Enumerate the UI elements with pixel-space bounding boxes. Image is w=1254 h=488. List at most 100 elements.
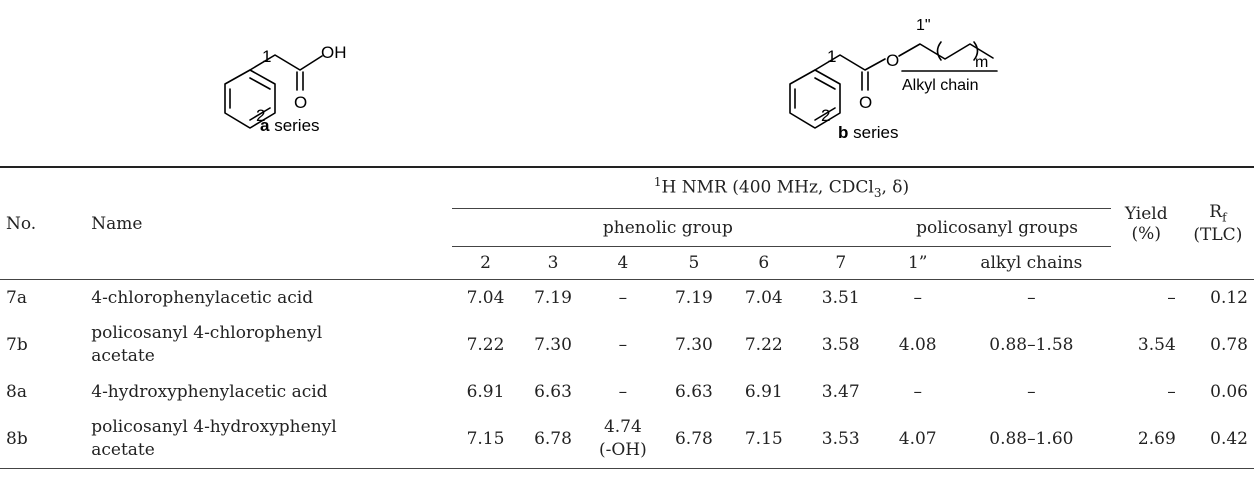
table-row: 8a 4-hydroxyphenylacetic acid 6.91 6.63 … (0, 374, 1254, 410)
cell-c5: 7.30 (674, 335, 713, 355)
cell-c4: – (618, 382, 628, 402)
structure-b-m-label: m (975, 54, 988, 71)
cell-no: 7a (6, 288, 27, 308)
cell-name-line1: policosanyl 4-chlorophenyl (91, 323, 323, 343)
structure-a-carbonyl-bond (296, 71, 304, 91)
header-no: No. (6, 213, 37, 234)
structure-a-oh-label: OH (321, 43, 347, 62)
structure-a-locant-2: 2 (256, 106, 265, 125)
structure-b-series: 1 2 O O 1" m Alkyl chain b series (789, 17, 998, 142)
structure-b-chain-label: Alkyl chain (902, 77, 978, 94)
cell-c7: 3.47 (821, 382, 860, 402)
cell-yield: 2.69 (1110, 410, 1182, 469)
structure-b-locant-1: 1 (827, 47, 836, 66)
header-col-5: 5 (688, 253, 700, 273)
header-col-2: 2 (480, 253, 491, 273)
cell-c2: 7.04 (466, 288, 505, 308)
structure-b-carbonyl-bond (861, 71, 869, 91)
structure-b-benzene-ring (789, 69, 841, 129)
structure-b-locant-1pp: 1" (916, 17, 931, 34)
cell-c7: 3.53 (798, 410, 884, 469)
structure-a-side-chain (249, 54, 323, 71)
structure-b-repeat-bracket (936, 41, 979, 61)
cell-rf: 0.12 (1210, 288, 1248, 308)
cell-no: 8b (0, 410, 86, 469)
structure-b-ring-double-bonds (794, 77, 836, 121)
structure-b-series-caption: b series (838, 123, 898, 142)
cell-c1pp: – (913, 288, 922, 308)
header-name: Name (91, 213, 143, 234)
cell-c6: 7.15 (729, 410, 799, 469)
cell-rf: 0.42 (1181, 410, 1254, 469)
cell-rf: 0.06 (1210, 382, 1248, 402)
cell-c5: 6.78 (658, 410, 730, 469)
header-rf: Rf (TLC) (1182, 168, 1254, 279)
chemical-structures: 1 2 OH O a series 1 2 O O 1" m Alkyl cha… (224, 17, 998, 142)
cell-c5: 7.19 (674, 288, 713, 308)
header-yield-line1: Yield (1124, 203, 1168, 224)
structure-a-o-label: O (294, 93, 307, 112)
cell-name: 4-hydroxyphenylacetic acid (85, 374, 452, 410)
structure-b-ester-chain (814, 54, 886, 71)
header-policosanyl-groups: policosanyl groups (883, 208, 1111, 247)
cell-c4-value: 4.74 (603, 417, 642, 437)
cell-c1pp: – (913, 382, 922, 402)
header-rf-line2: (TLC) (1193, 224, 1243, 245)
cell-no: 8a (6, 382, 27, 402)
header-col-7: 7 (835, 253, 847, 273)
structure-b-series-bold: b (838, 123, 848, 142)
cell-name-line1: 4-chlorophenylacetic acid (91, 287, 314, 308)
cell-c2: 7.22 (466, 335, 505, 355)
cell-c1pp: 4.07 (883, 410, 953, 469)
cell-alkyl: 0.88–1.58 (989, 335, 1074, 355)
header-yield-line2: (%) (1131, 223, 1161, 244)
cell-c7: 3.58 (821, 335, 860, 355)
structure-b-ester-o-label: O (886, 51, 899, 70)
cell-name-line2: acetate (91, 440, 155, 460)
table-row: 7b policosanyl 4-chlorophenyl acetate 7.2… (0, 316, 1254, 374)
structure-a-series-bold: a (260, 116, 270, 135)
cell-c5: 6.63 (674, 382, 713, 402)
header-phenolic-group: phenolic group (452, 208, 884, 247)
cell-c4: – (618, 335, 628, 355)
structure-a-benzene-ring (224, 69, 276, 129)
structure-a-locant-1: 1 (262, 47, 271, 66)
header-col-4: 4 (617, 253, 629, 273)
header-nmr-post: , δ) (881, 178, 910, 199)
header-rf-sub: f (1222, 210, 1227, 225)
cell-rf: 0.78 (1210, 335, 1248, 355)
cell-name: 4-chlorophenylacetic acid (85, 280, 452, 317)
structure-b-locant-2: 2 (821, 106, 830, 125)
cell-c7: 3.51 (821, 288, 860, 308)
cell-name-line2: acetate (91, 346, 155, 366)
structure-a-ring-double-bonds (229, 77, 271, 121)
header-nmr-sub: 3 (873, 186, 882, 201)
cell-alkyl: – (1027, 288, 1036, 308)
cell-alkyl: – (1027, 382, 1036, 402)
structure-a-series: 1 2 OH O a series (224, 43, 347, 135)
cell-name-line1: 4-hydroxyphenylacetic acid (91, 381, 328, 402)
header-rf-main: R (1209, 202, 1223, 223)
header-col-alkyl-chains: alkyl chains (980, 253, 1083, 273)
cell-yield: – (1167, 382, 1176, 402)
header-col-6: 6 (758, 253, 770, 273)
header-col-1pp: 1” (907, 253, 928, 273)
cell-c2: 7.15 (452, 410, 519, 469)
cell-c4-note: (-OH) (598, 440, 647, 460)
cell-c6: 7.04 (744, 288, 783, 308)
structure-b-carbonyl-o-label: O (859, 93, 872, 112)
cell-no: 7b (6, 335, 28, 355)
cell-name: policosanyl 4-chlorophenyl acetate (85, 316, 452, 374)
structure-a-series-text: series (269, 116, 319, 135)
structure-b-series-text: series (848, 123, 898, 142)
cell-c3: 6.78 (518, 410, 588, 469)
cell-c3: 6.63 (534, 382, 572, 402)
cell-name-line1: policosanyl 4-hydroxyphenyl (91, 417, 337, 437)
table-row: 8b policosanyl 4-hydroxyphenyl acetate 7.… (0, 410, 1254, 469)
cell-c4: – (618, 288, 628, 308)
cell-yield: – (1167, 288, 1176, 308)
header-yield: Yield (%) (1111, 168, 1182, 279)
cell-c3: 7.19 (534, 288, 572, 308)
cell-c3: 7.30 (534, 335, 572, 355)
cell-c4: 4.74 (-OH) (587, 410, 659, 469)
